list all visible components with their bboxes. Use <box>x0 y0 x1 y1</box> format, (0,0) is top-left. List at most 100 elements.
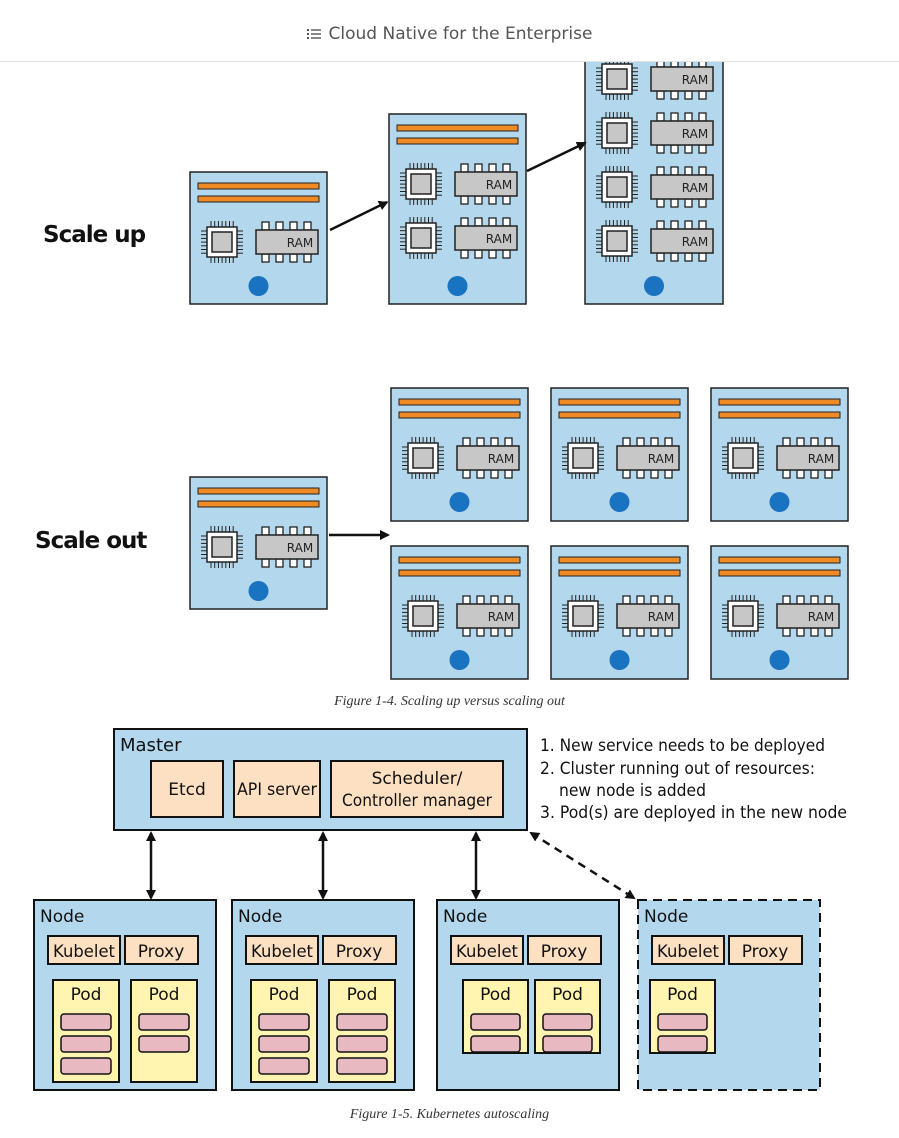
etcd-label: Etcd <box>168 780 206 800</box>
power-led <box>769 492 790 512</box>
proxy-label: Proxy <box>336 942 383 962</box>
scale-up-arrow-1 <box>329 200 389 232</box>
power-led <box>248 581 269 601</box>
container <box>470 1013 521 1031</box>
power-led <box>447 276 468 296</box>
proxy-label: Proxy <box>138 942 185 962</box>
power-led <box>644 276 664 296</box>
kubelet-label: Kubelet <box>456 942 518 962</box>
kubelet-box <box>245 935 319 965</box>
top-bar-front: Cloud Native for the Enterprise <box>0 0 899 62</box>
list-icon[interactable] <box>306 28 321 40</box>
container <box>60 1057 112 1075</box>
container <box>657 1035 708 1053</box>
power-led <box>449 650 470 670</box>
kubernetes-autoscaling-figure: Master Etcd API server Scheduler/ Contro… <box>33 728 847 1091</box>
power-led <box>449 492 470 512</box>
proxy-box <box>124 935 199 965</box>
pod-label: Pod <box>552 985 583 1005</box>
master-new-node-link <box>529 831 636 900</box>
power-led <box>609 492 630 512</box>
container <box>542 1035 593 1053</box>
pod-label: Pod <box>71 985 102 1005</box>
pod-label: Pod <box>480 985 511 1005</box>
server-scaled-out-1: RAM <box>390 387 529 522</box>
server-scaled-out-6: RAM <box>710 545 849 680</box>
kubelet-box <box>651 935 725 965</box>
server-large: RAM RAM RAM RAM <box>584 39 724 305</box>
kubelet-label: Kubelet <box>657 942 719 962</box>
scheduler-box <box>330 760 504 818</box>
ram-label: RAM <box>648 452 674 466</box>
server-scaled-out-2: RAM <box>550 387 689 522</box>
ram-label: RAM <box>287 236 313 250</box>
kubelet-box <box>450 935 524 965</box>
container <box>258 1057 310 1075</box>
ram-label: RAM <box>648 610 674 624</box>
power-led <box>248 276 269 296</box>
server-small: RAM <box>189 171 328 305</box>
server-scaled-out-5: RAM <box>550 545 689 680</box>
api-server-label: API server <box>237 780 317 800</box>
pod <box>130 979 198 1083</box>
ram-label: RAM <box>682 181 708 195</box>
note-3: 3. Pod(s) are deployed in the new node <box>540 803 847 823</box>
container <box>258 1013 310 1031</box>
container <box>657 1013 708 1031</box>
api-server-box <box>233 760 321 818</box>
power-led <box>609 650 630 670</box>
pod-label: Pod <box>667 985 698 1005</box>
container <box>258 1035 310 1053</box>
power-led <box>769 650 790 670</box>
container <box>138 1013 190 1031</box>
proxy-box <box>322 935 397 965</box>
server-scaled-out-4: RAM <box>390 545 529 680</box>
book-title: Cloud Native for the Enterprise <box>328 24 593 44</box>
controller-manager-label: Controller manager <box>342 791 492 811</box>
node-label: Node <box>644 907 688 927</box>
ram-label: RAM <box>486 178 512 192</box>
book-title-bar-front[interactable]: Cloud Native for the Enterprise <box>0 24 899 44</box>
server-scaled-out-3: RAM <box>710 387 849 522</box>
server-before-scale-out: RAM <box>189 476 328 610</box>
ram-label: RAM <box>488 610 514 624</box>
proxy-box <box>527 935 602 965</box>
ram-label: RAM <box>808 452 834 466</box>
scale-out-label: Scale out <box>35 528 147 554</box>
scale-up-arrow-2 <box>526 141 587 173</box>
figure-5-caption: Figure 1-5. Kubernetes autoscaling <box>349 1107 550 1122</box>
note-1: 1. New service needs to be deployed <box>540 736 825 756</box>
ram-label: RAM <box>486 232 512 246</box>
ram-label: RAM <box>488 452 514 466</box>
ram-label: RAM <box>682 73 708 87</box>
kubelet-box <box>47 935 121 965</box>
container <box>138 1035 190 1053</box>
node-label: Node <box>40 907 84 927</box>
kubelet-label: Kubelet <box>251 942 313 962</box>
container <box>470 1035 521 1053</box>
node-label: Node <box>238 907 282 927</box>
container <box>336 1013 388 1031</box>
container <box>60 1013 112 1031</box>
note-2: 2. Cluster running out of resources: <box>540 759 815 779</box>
note-2-cont: new node is added <box>559 781 706 801</box>
ram-label: RAM <box>682 235 708 249</box>
pod-label: Pod <box>347 985 378 1005</box>
container <box>336 1035 388 1053</box>
figure-4-caption: Figure 1-4. Scaling up versus scaling ou… <box>334 694 565 709</box>
etcd-box <box>150 760 224 818</box>
master-label: Master <box>120 735 182 756</box>
pod-label: Pod <box>149 985 180 1005</box>
node-label: Node <box>443 907 487 927</box>
ram-label: RAM <box>682 127 708 141</box>
container <box>542 1013 593 1031</box>
server-medium: RAM RAM <box>388 113 527 305</box>
container <box>60 1035 112 1053</box>
proxy-label: Proxy <box>541 942 588 962</box>
